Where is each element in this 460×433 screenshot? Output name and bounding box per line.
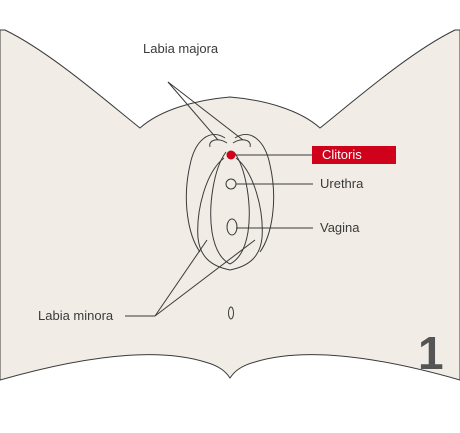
- vaginal-opening: [226, 218, 238, 236]
- body-silhouette: [0, 29, 460, 381]
- labia-minora-right-outer: [229, 157, 263, 271]
- clitoral-hood-right: [232, 139, 251, 148]
- leader-labia-minora-right: [154, 239, 256, 317]
- leader-labia-majora-right: [167, 81, 244, 141]
- anus: [228, 306, 234, 320]
- label-labia-majora: Labia majora: [143, 41, 219, 56]
- label-urethra: Urethra: [320, 176, 364, 191]
- labia-majora-right: [234, 133, 275, 253]
- labia-minora-left-inner: [210, 151, 231, 265]
- leader-labia-majora-left: [167, 81, 219, 141]
- label-clitoris: Clitoris: [322, 147, 362, 162]
- label-labia-minora: Labia minora: [38, 308, 114, 323]
- label-vagina: Vagina: [320, 220, 360, 235]
- labia-majora-left: [185, 133, 226, 253]
- clitoris-dot: [226, 150, 236, 160]
- clitoris-label-box: [312, 146, 396, 164]
- figure-number: 1: [418, 327, 444, 379]
- labia-minora-right-inner: [229, 151, 250, 265]
- clitoral-hood-left: [209, 139, 228, 148]
- labia-minora-left-outer: [197, 157, 231, 271]
- leader-labia-minora-left: [154, 239, 208, 317]
